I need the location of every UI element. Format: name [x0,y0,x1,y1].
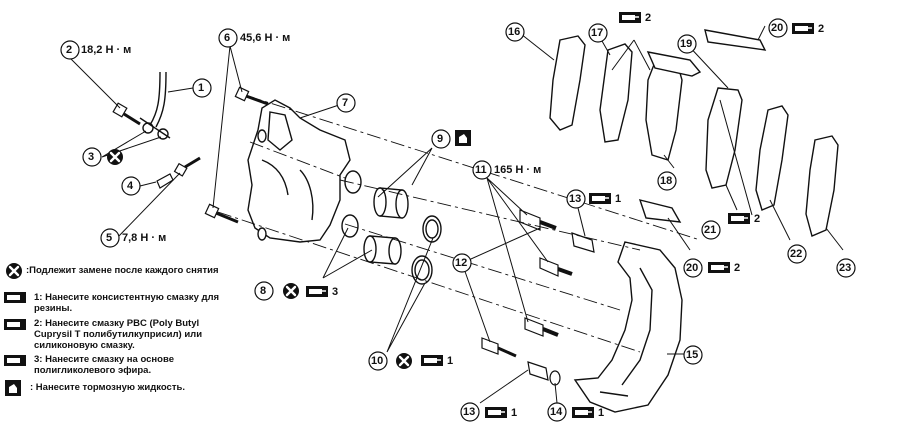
torque-member-bolts [481,209,595,386]
sliding-pin-bolt [204,86,269,224]
callout-9: 9 [437,133,444,145]
callout-circles [60,18,856,422]
callout-6: 6 [224,32,231,44]
callout-13-upper: 13 [569,193,582,205]
legend-brake-fluid-text: : Нанесите тормозную жидкость. [30,382,185,393]
torque-label-6: 45,6 Н · м [240,32,291,44]
callout-15: 15 [686,349,699,361]
cylinder-body [247,99,351,243]
grease-ref-10: 1 [447,355,454,367]
legend-grease2-text: 2: Нанесите смазку PBC (Poly Butyl Cupry… [34,318,203,351]
grease-ref-13-lower: 1 [511,407,518,419]
grease-ref-20-bottom: 2 [734,262,741,274]
callout-18: 18 [660,175,673,187]
torque-label-11: 165 Н · м [494,164,542,176]
callout-13-lower: 13 [463,406,476,418]
legend-icons [4,261,26,396]
grease-ref-8: 3 [332,286,339,298]
callout-20-bottom: 20 [686,262,699,274]
callout-7: 7 [342,97,349,109]
callout-11: 11 [475,164,487,176]
grease-ref-20-top: 2 [818,23,825,35]
piston-set [341,170,442,285]
callout-4: 4 [127,180,134,192]
torque-member [573,241,683,413]
callout-16: 16 [508,26,521,38]
callout-21: 21 [704,224,717,236]
legend-grease3-text: 3: Нанесите смазку на основе полигликоле… [34,354,174,376]
callout-14: 14 [550,406,563,418]
bleeder-screw [173,156,201,177]
legend-grease1-text: 1: Нанесите консистентную смазку для рез… [34,292,220,314]
legend-replace-text: :Подлежит замене после каждого снятия [26,265,219,276]
callout-23: 23 [839,262,852,274]
callout-10: 10 [371,355,384,367]
callout-17: 17 [591,27,604,39]
callout-2: 2 [66,44,73,56]
torque-label-2: 18,2 Н · м [81,44,132,56]
callout-20-top: 20 [771,22,784,34]
grease-ref-14: 1 [598,407,605,419]
legend: :Подлежит замене после каждого снятия 1:… [4,0,234,432]
union-bolt [112,102,141,126]
callout-1: 1 [198,82,205,94]
callout-8: 8 [260,285,267,297]
torque-label-5: 7,8 Н · м [122,232,167,244]
grease-ref-21: 2 [754,213,761,225]
brake-fluid-can-icon [455,130,471,146]
pad-shims [549,29,839,237]
callout-3: 3 [88,151,95,163]
grease-ref-17: 2 [645,12,652,24]
callout-19: 19 [680,38,693,50]
callout-5: 5 [106,232,113,244]
callout-12: 12 [455,257,468,269]
brake-hose [139,71,171,140]
callout-22: 22 [790,248,803,260]
grease-ref-13-upper: 1 [615,193,622,205]
